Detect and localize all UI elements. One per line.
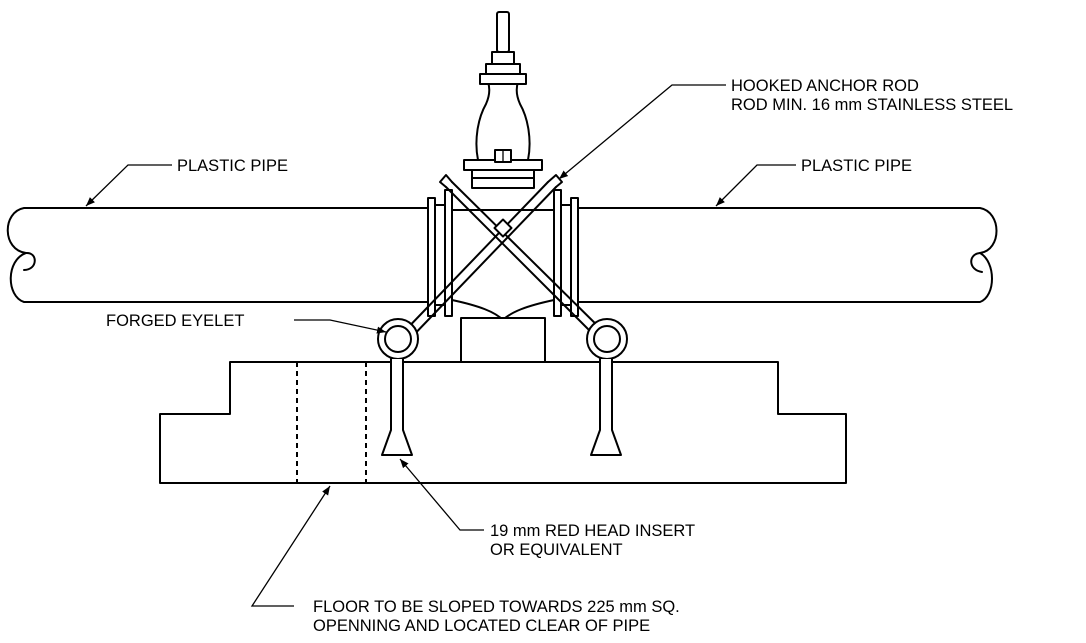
leader-plastic-pipe-left <box>85 164 172 207</box>
leader-forged-eyelet <box>294 319 387 334</box>
leader-floor <box>250 485 331 607</box>
label-forged-eyelet: FORGED EYELET <box>106 312 244 330</box>
plastic-pipe-left <box>6 207 431 303</box>
label-floor-2: OPENNING AND LOCATED CLEAR OF PIPE <box>313 617 650 635</box>
forged-eyelet-left <box>377 318 419 360</box>
leader-plastic-pipe-right <box>715 164 796 207</box>
label-floor-1: FLOOR TO BE SLOPED TOWARDS 225 mm SQ. <box>313 598 680 616</box>
label-plastic-pipe-right: PLASTIC PIPE <box>801 157 912 175</box>
red-head-insert-left <box>381 358 413 456</box>
label-insert-2: OR EQUIVALENT <box>490 541 623 559</box>
red-head-insert-right <box>590 358 622 456</box>
flange-right-inner <box>553 189 562 317</box>
label-hooked-anchor-rod-1: HOOKED ANCHOR ROD <box>731 77 919 95</box>
gate-valve <box>427 11 579 321</box>
label-insert-1: 19 mm RED HEAD INSERT <box>490 522 695 540</box>
leader-red-head-insert <box>399 458 484 531</box>
label-hooked-anchor-rod-2: ROD MIN. 16 mm STAINLESS STEEL <box>731 96 1013 114</box>
concrete-base <box>159 361 847 484</box>
anchor-rods <box>397 174 611 344</box>
label-plastic-pipe-left: PLASTIC PIPE <box>177 157 288 175</box>
plastic-pipe-right <box>575 207 998 303</box>
valve-support-block <box>460 317 546 363</box>
flange-right-outer <box>570 197 579 317</box>
leader-hooked-anchor-rod <box>558 84 726 180</box>
forged-eyelet-right <box>586 318 628 360</box>
flange-left-outer <box>427 197 436 317</box>
